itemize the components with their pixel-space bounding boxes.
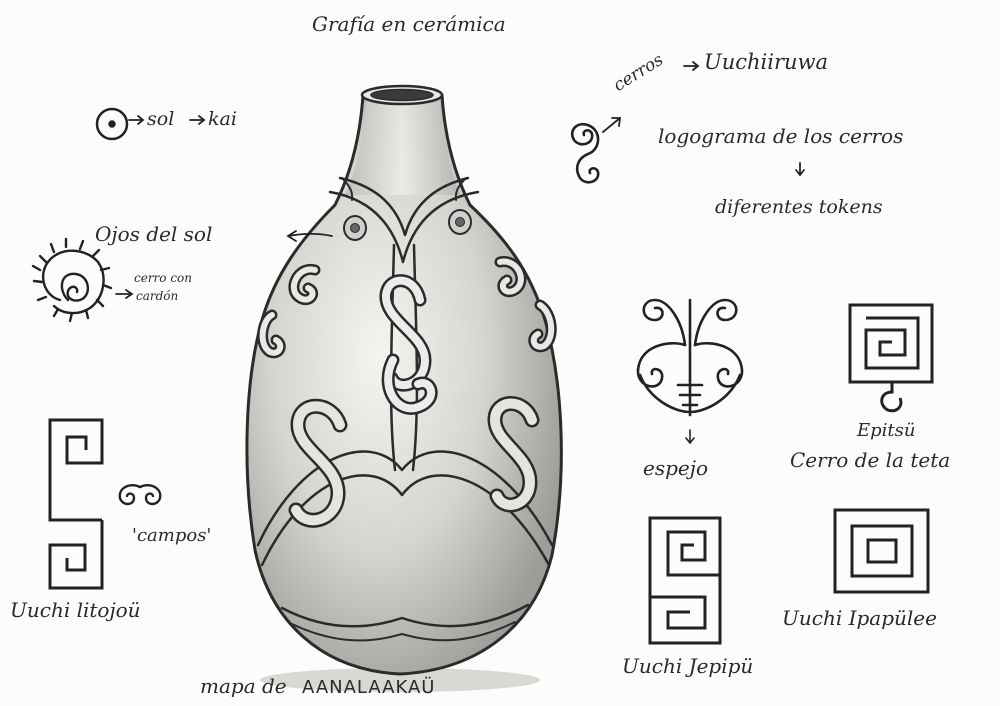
label-espejo: espejo	[643, 458, 708, 478]
espejo-arrow	[686, 430, 694, 443]
vase-mouth	[371, 90, 433, 101]
label-sol: sol	[147, 110, 174, 129]
label-campos: 'campos'	[132, 527, 211, 545]
label-uuchi-ipapulee: Uuchi Ipapülee	[782, 608, 937, 628]
campos-glyph	[120, 485, 160, 504]
label-uuchi-litojou: Uuchi litojoü	[10, 600, 141, 620]
cerro-de-la-teta-glyph	[850, 305, 932, 411]
logograma-down-arrow	[796, 163, 804, 175]
sun-eye-left	[344, 216, 366, 240]
cardon-arrow	[116, 290, 132, 298]
label-logograma-de-los-cerros: logograma de los cerros	[658, 126, 903, 146]
espejo-glyph	[638, 300, 742, 415]
uuchi-ipapulee-glyph	[835, 510, 928, 592]
ceramic-vase	[247, 86, 561, 692]
uuchiiruwa-arrow	[684, 62, 698, 70]
sun-arrow-2	[190, 116, 204, 124]
cerros-arrow	[603, 118, 620, 132]
label-cerro-de-la-teta: Cerro de la teta	[790, 450, 950, 470]
label-uuchi-jepipu: Uuchi Jepipü	[622, 656, 753, 676]
label-cardon: cardón	[136, 290, 178, 302]
label-aanalaakau: AANALAAKAÜ	[302, 679, 435, 697]
label-mapa-de: mapa de	[200, 676, 287, 696]
label-diferentes-tokens: diferentes tokens	[715, 198, 883, 217]
label-uuchiiruwa: Uuchiiruwa	[704, 52, 828, 73]
label-kai: kai	[208, 110, 237, 129]
label-epitsu: Epitsü	[857, 422, 915, 440]
cerro-con-cardon-icon	[33, 239, 111, 321]
sun-symbol	[97, 109, 127, 139]
sun-eye-right	[449, 210, 471, 234]
sun-arrow-1	[129, 116, 143, 124]
label-ojos-del-sol: Ojos del sol	[95, 224, 212, 244]
uuchi-litojou-glyph	[50, 420, 102, 588]
title-grafia-en-ceramica: Grafía en cerámica	[312, 14, 506, 34]
label-cerro-con: cerro con	[134, 272, 192, 284]
cerros-logogram-glyph	[572, 124, 598, 182]
uuchi-jepipu-glyph	[650, 518, 720, 643]
